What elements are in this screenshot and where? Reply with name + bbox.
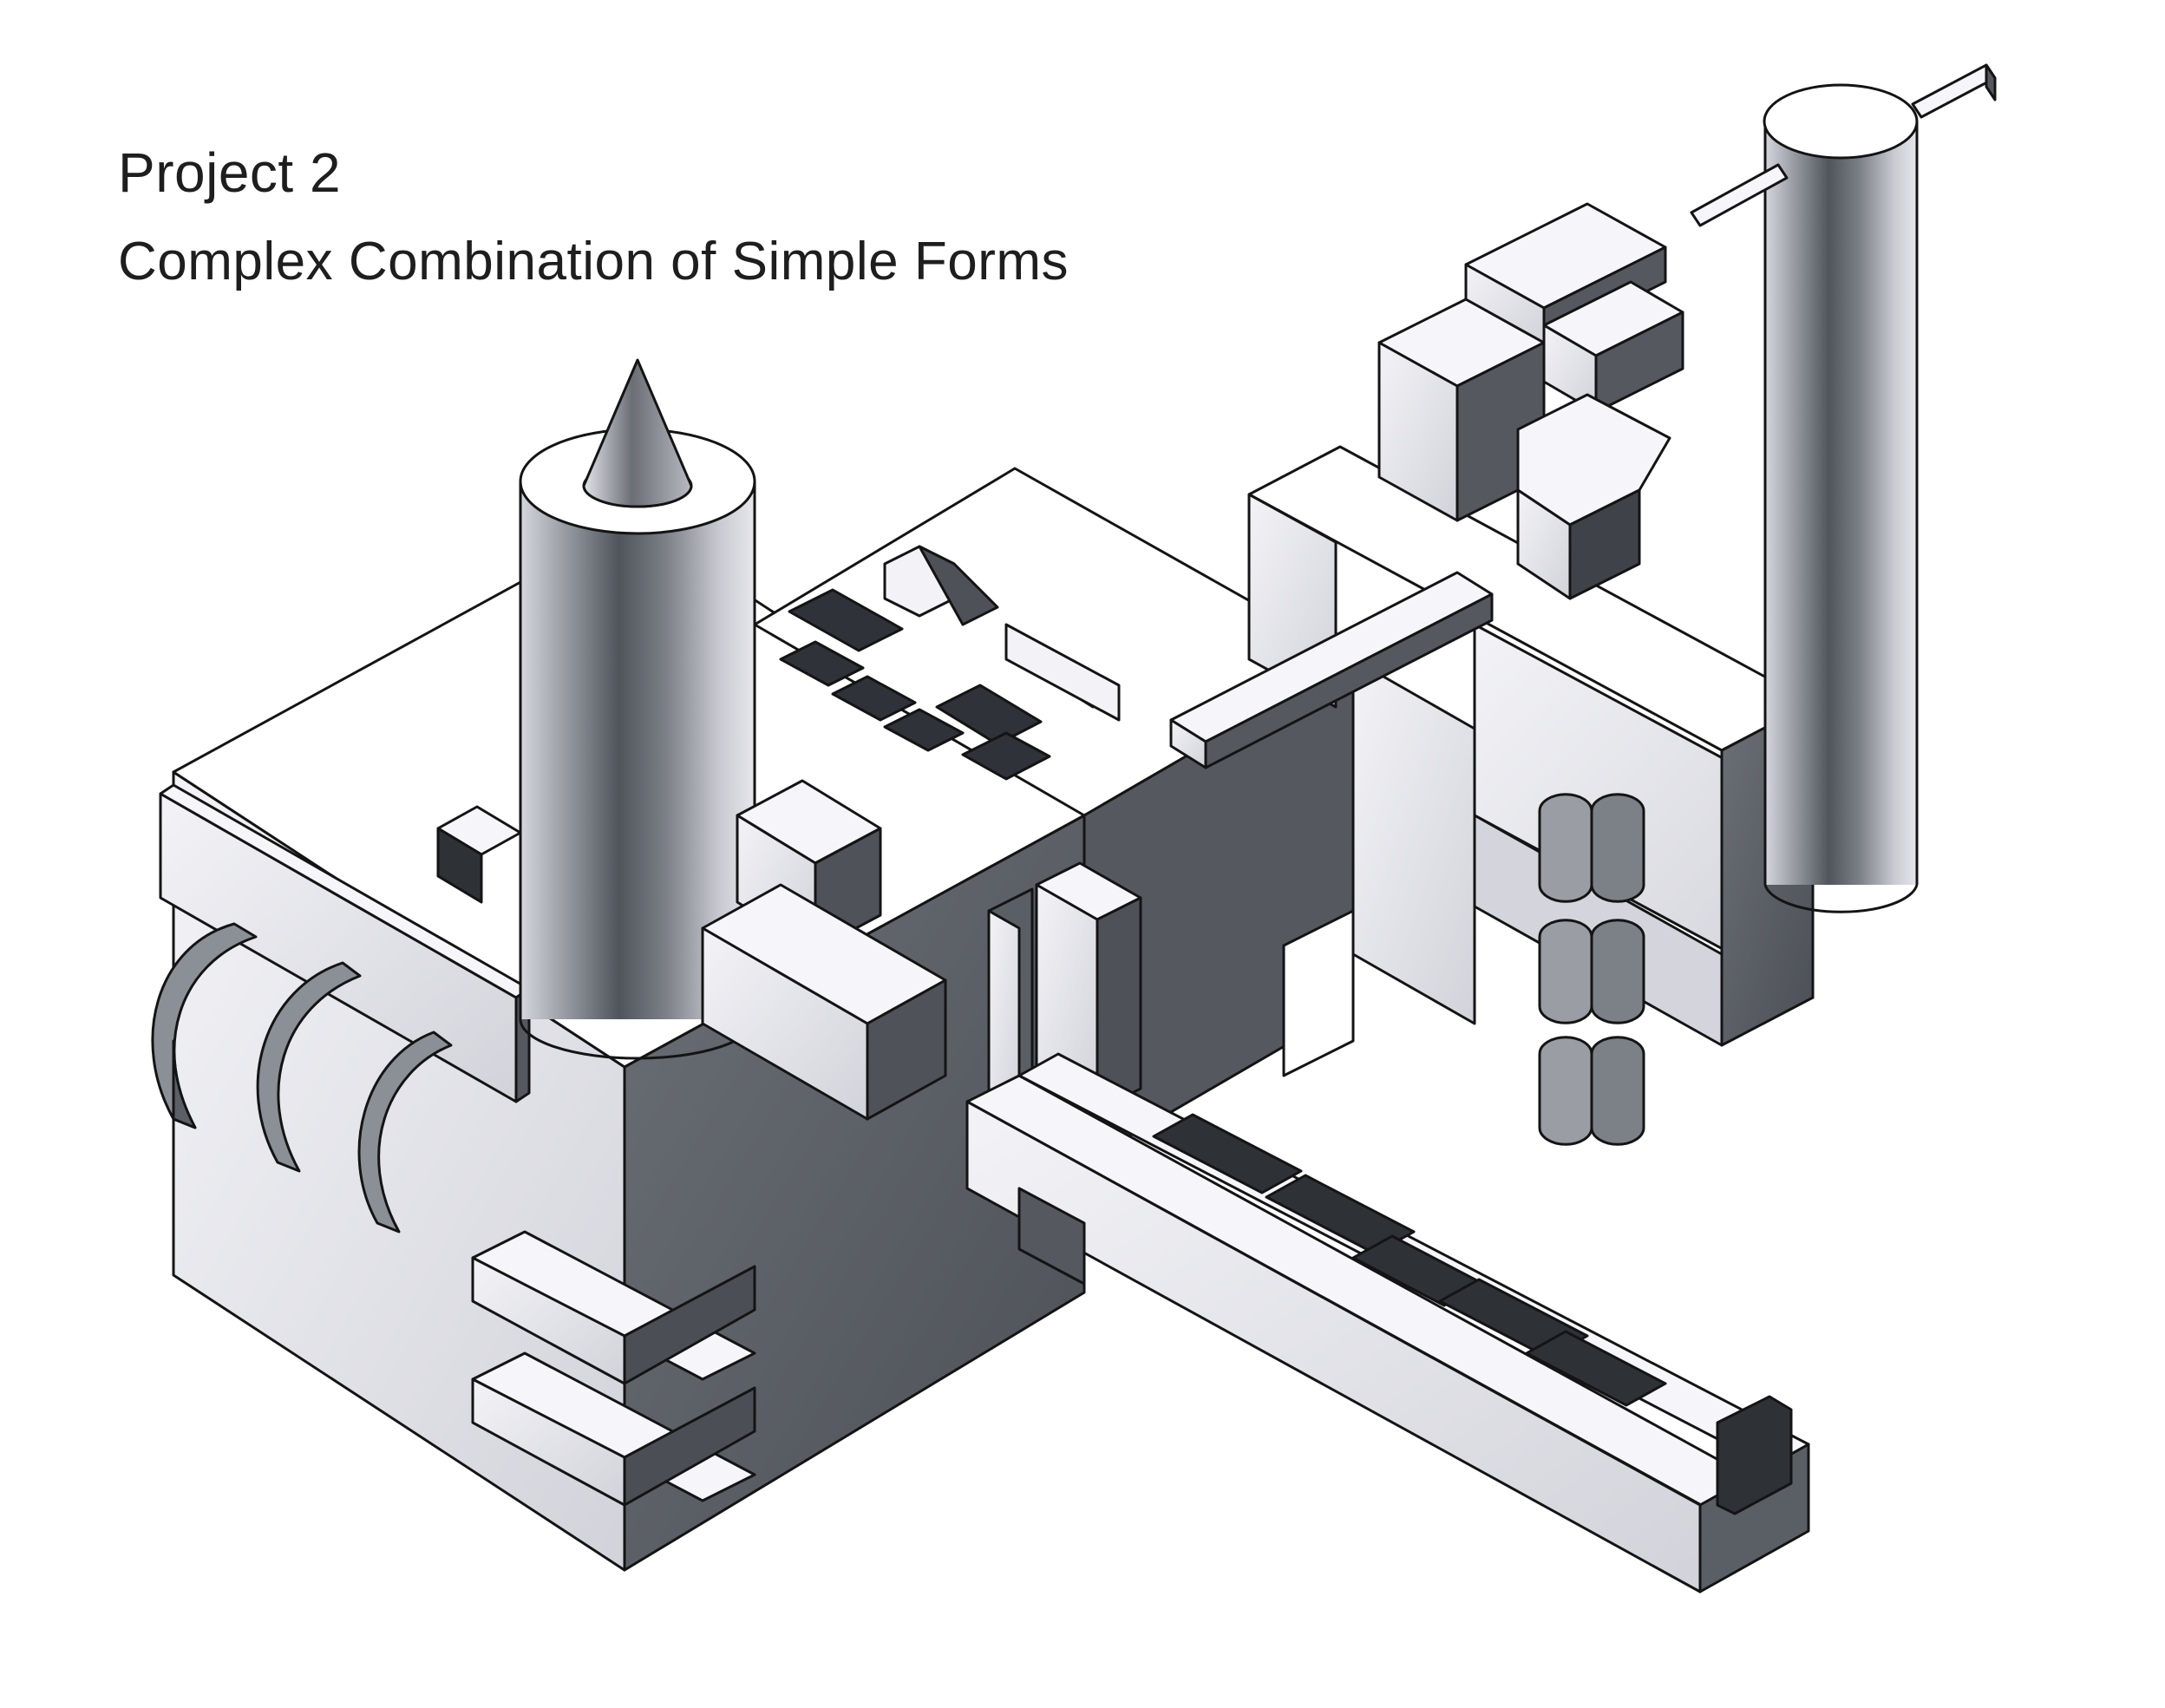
beam-support <box>1017 1187 1086 1286</box>
right-tall-cylinder <box>1763 83 1919 913</box>
stacked-segments <box>1538 793 1645 1146</box>
half-cylinder-2 <box>256 961 362 1173</box>
half-cylinder-1 <box>151 922 258 1129</box>
twin-plates <box>987 861 1142 1125</box>
beam-slots <box>1152 1113 1793 1515</box>
hexagonal-prism <box>1516 393 1671 600</box>
small-step <box>436 805 522 904</box>
l-bracket-lower <box>471 1351 756 1507</box>
right-block-notch <box>1282 909 1355 1077</box>
half-cylinder-3 <box>357 1031 453 1234</box>
top-grating-bars <box>883 545 1121 722</box>
l-bracket-upper <box>471 1230 756 1385</box>
drawing-subtitle: Complex Combination of Simple Forms <box>118 232 1069 291</box>
front-beam <box>965 1052 1810 1593</box>
stacked-cubes <box>701 779 947 1121</box>
cone <box>582 358 693 508</box>
horizontal-bar <box>1169 571 1494 769</box>
project-label: Project 2 <box>118 141 342 204</box>
cylinder-rod <box>1690 63 1997 227</box>
